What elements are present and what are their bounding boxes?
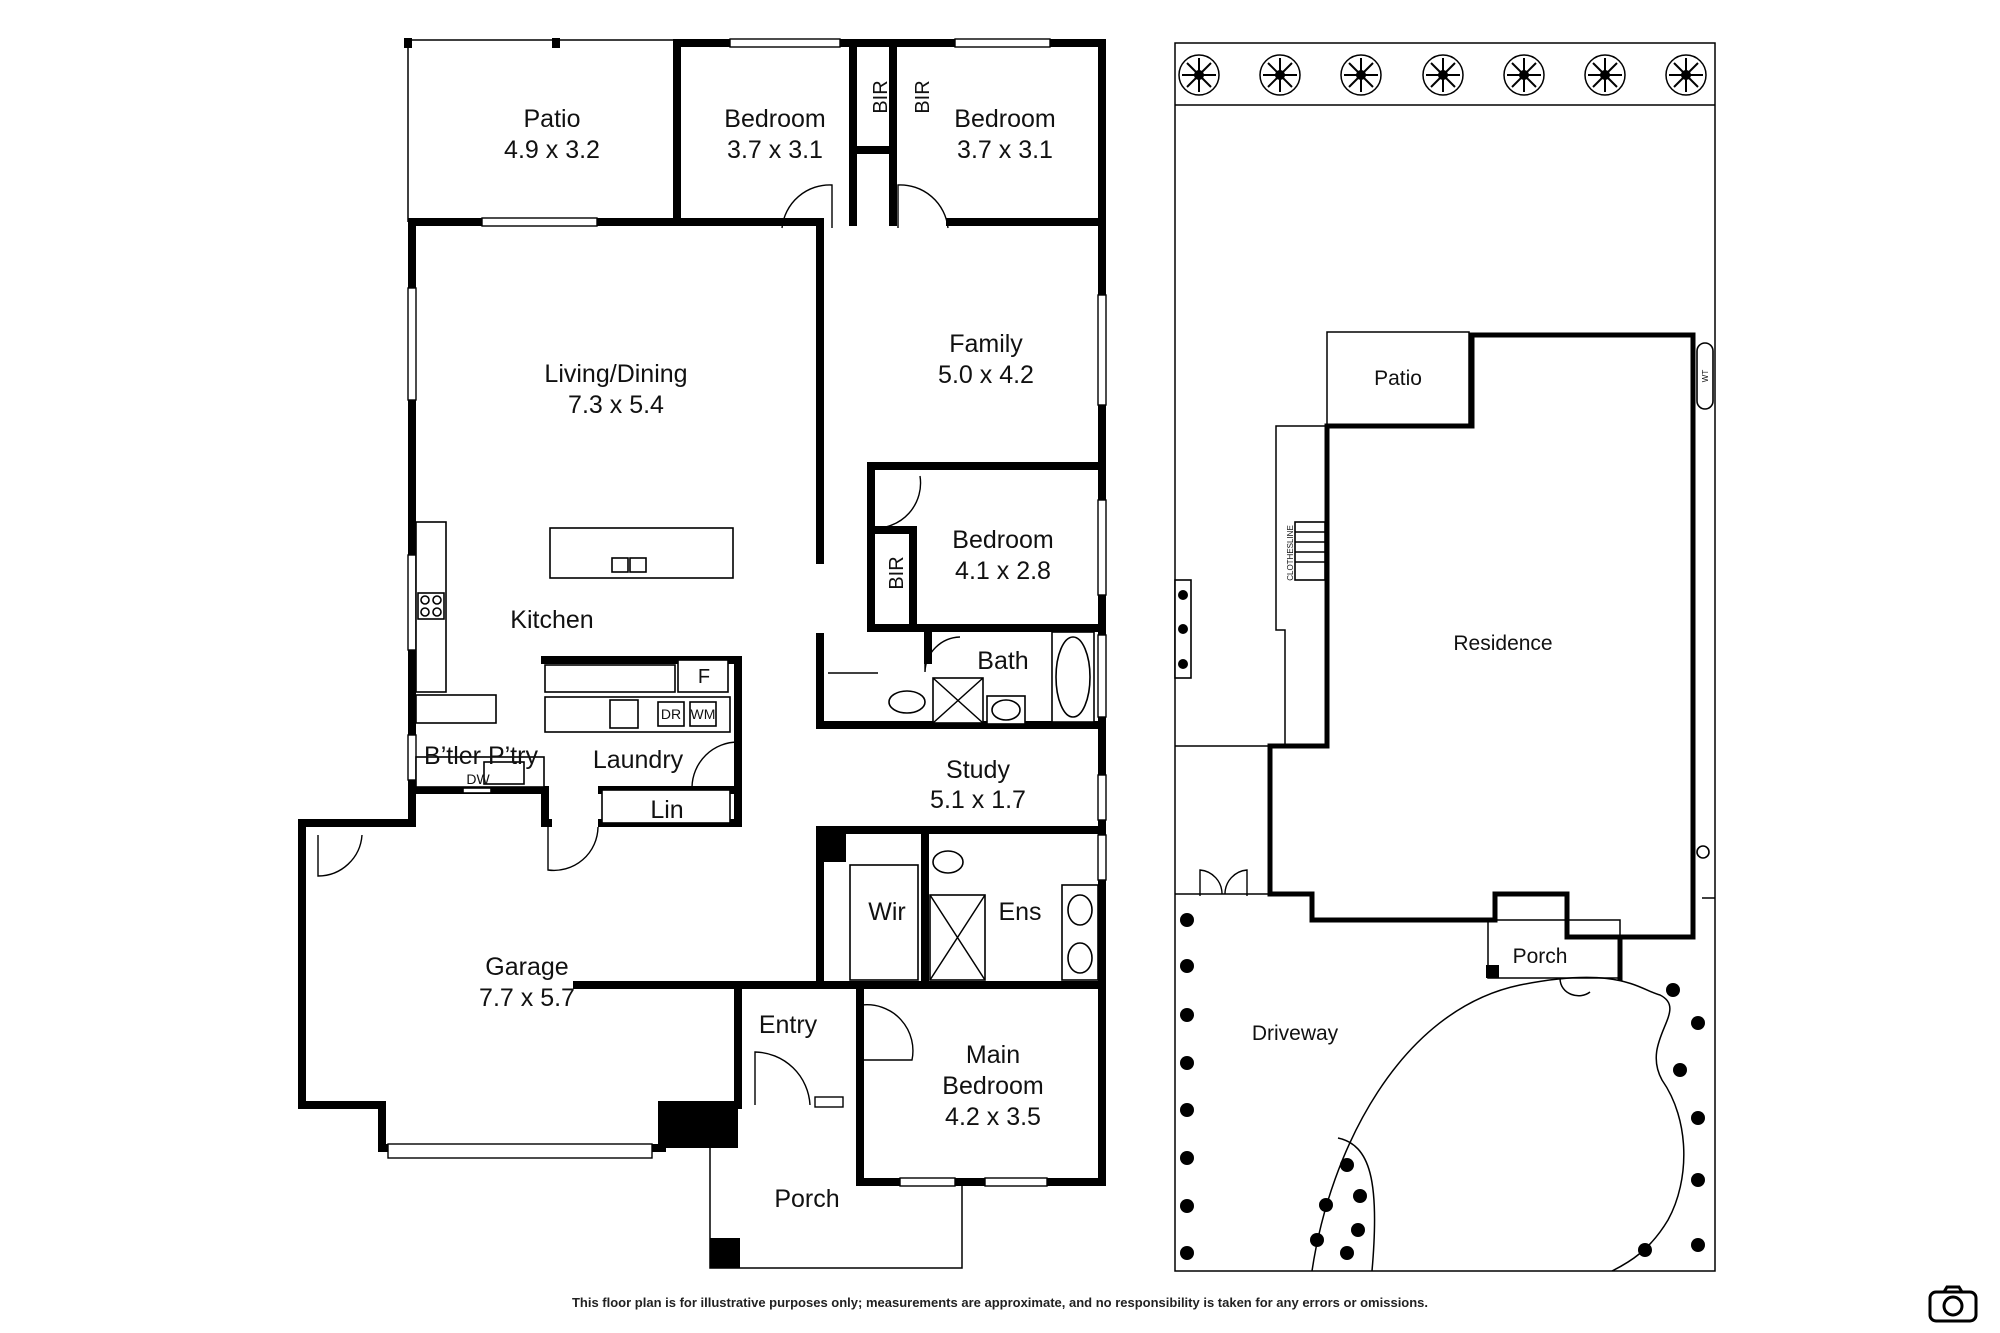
floor-plan: Patio 4.9 x 3.2 Bedroom 3.7 x 3.1 Bedroo… — [298, 38, 1107, 1269]
tree-icon — [1178, 54, 1707, 96]
room-name-entry: Entry — [759, 1011, 818, 1039]
room-name-main-bedroom-line1: Main — [966, 1041, 1020, 1069]
room-size-living-dining: 7.3 x 5.4 — [568, 391, 664, 419]
kitchen-fixtures — [415, 521, 734, 824]
site-label-porch: Porch — [1513, 945, 1568, 968]
room-size-bedroom-3: 3.7 x 3.1 — [957, 136, 1053, 164]
interior-walls — [408, 39, 1106, 1109]
fridge-label: F — [698, 666, 710, 688]
room-name-main-bedroom-line2: Bedroom — [942, 1072, 1043, 1100]
room-name-garage: Garage — [485, 953, 568, 981]
room-name-ensuite: Ens — [998, 898, 1041, 926]
washer-label: WM — [691, 706, 716, 722]
bir-label-1: BIR — [870, 80, 892, 113]
room-size-patio: 4.9 x 3.2 — [504, 136, 600, 164]
room-name-laundry: Laundry — [593, 746, 684, 774]
room-name-porch: Porch — [774, 1185, 839, 1213]
camera-icon[interactable] — [1928, 1285, 1978, 1323]
room-size-family: 5.0 x 4.2 — [938, 361, 1034, 389]
room-name-bedroom-2: Bedroom — [724, 105, 825, 133]
room-size-main-bedroom: 4.2 x 3.5 — [945, 1103, 1041, 1131]
room-name-living-dining: Living/Dining — [544, 360, 687, 388]
bir-label-3: BIR — [886, 556, 908, 589]
windows — [387, 38, 1107, 1187]
driveway-curve — [1311, 976, 1685, 1272]
room-size-study: 5.1 x 1.7 — [930, 786, 1026, 814]
site-label-driveway: Driveway — [1252, 1022, 1339, 1045]
room-name-bedroom-3: Bedroom — [954, 105, 1055, 133]
porch-outline — [662, 830, 963, 1269]
fixture-labels: BIR BIR BIR F DR WM DW — [466, 80, 934, 787]
site-label-residence: Residence — [1453, 632, 1552, 655]
disclaimer-text: This floor plan is for illustrative purp… — [571, 1295, 1429, 1310]
room-name-family: Family — [949, 330, 1023, 358]
room-size-bedroom-4: 4.1 x 2.8 — [955, 557, 1051, 585]
room-name-kitchen: Kitchen — [510, 606, 593, 634]
room-name-wir: Wir — [868, 898, 905, 926]
room-name-bedroom-4: Bedroom — [952, 526, 1053, 554]
dishwasher-label: DW — [466, 771, 490, 787]
room-name-bath: Bath — [977, 647, 1028, 675]
site-label-patio: Patio — [1374, 367, 1422, 390]
shrub-icon — [1180, 913, 1705, 1260]
dryer-label: DR — [661, 706, 681, 722]
bathroom-fixtures — [849, 631, 1099, 981]
room-name-butlers-pantry: B’tler P’try — [424, 742, 538, 770]
doors — [317, 184, 961, 1106]
room-name-study: Study — [946, 756, 1010, 784]
room-name-linen: Lin — [650, 796, 683, 824]
bir-label-2: BIR — [912, 80, 934, 113]
room-size-garage: 7.7 x 5.7 — [479, 984, 575, 1012]
site-plan: Patio Residence Porch Driveway CLOTHESLI… — [1174, 42, 1716, 1272]
room-name-patio: Patio — [524, 105, 581, 133]
site-boundary — [1174, 42, 1716, 1272]
room-labels: Patio 4.9 x 3.2 Bedroom 3.7 x 3.1 Bedroo… — [424, 105, 1056, 1213]
site-label-clothesline: CLOTHESLINE — [1286, 525, 1295, 581]
site-patio — [1326, 331, 1470, 427]
site-label-water-tank: WT — [1701, 370, 1710, 383]
room-size-bedroom-2: 3.7 x 3.1 — [727, 136, 823, 164]
